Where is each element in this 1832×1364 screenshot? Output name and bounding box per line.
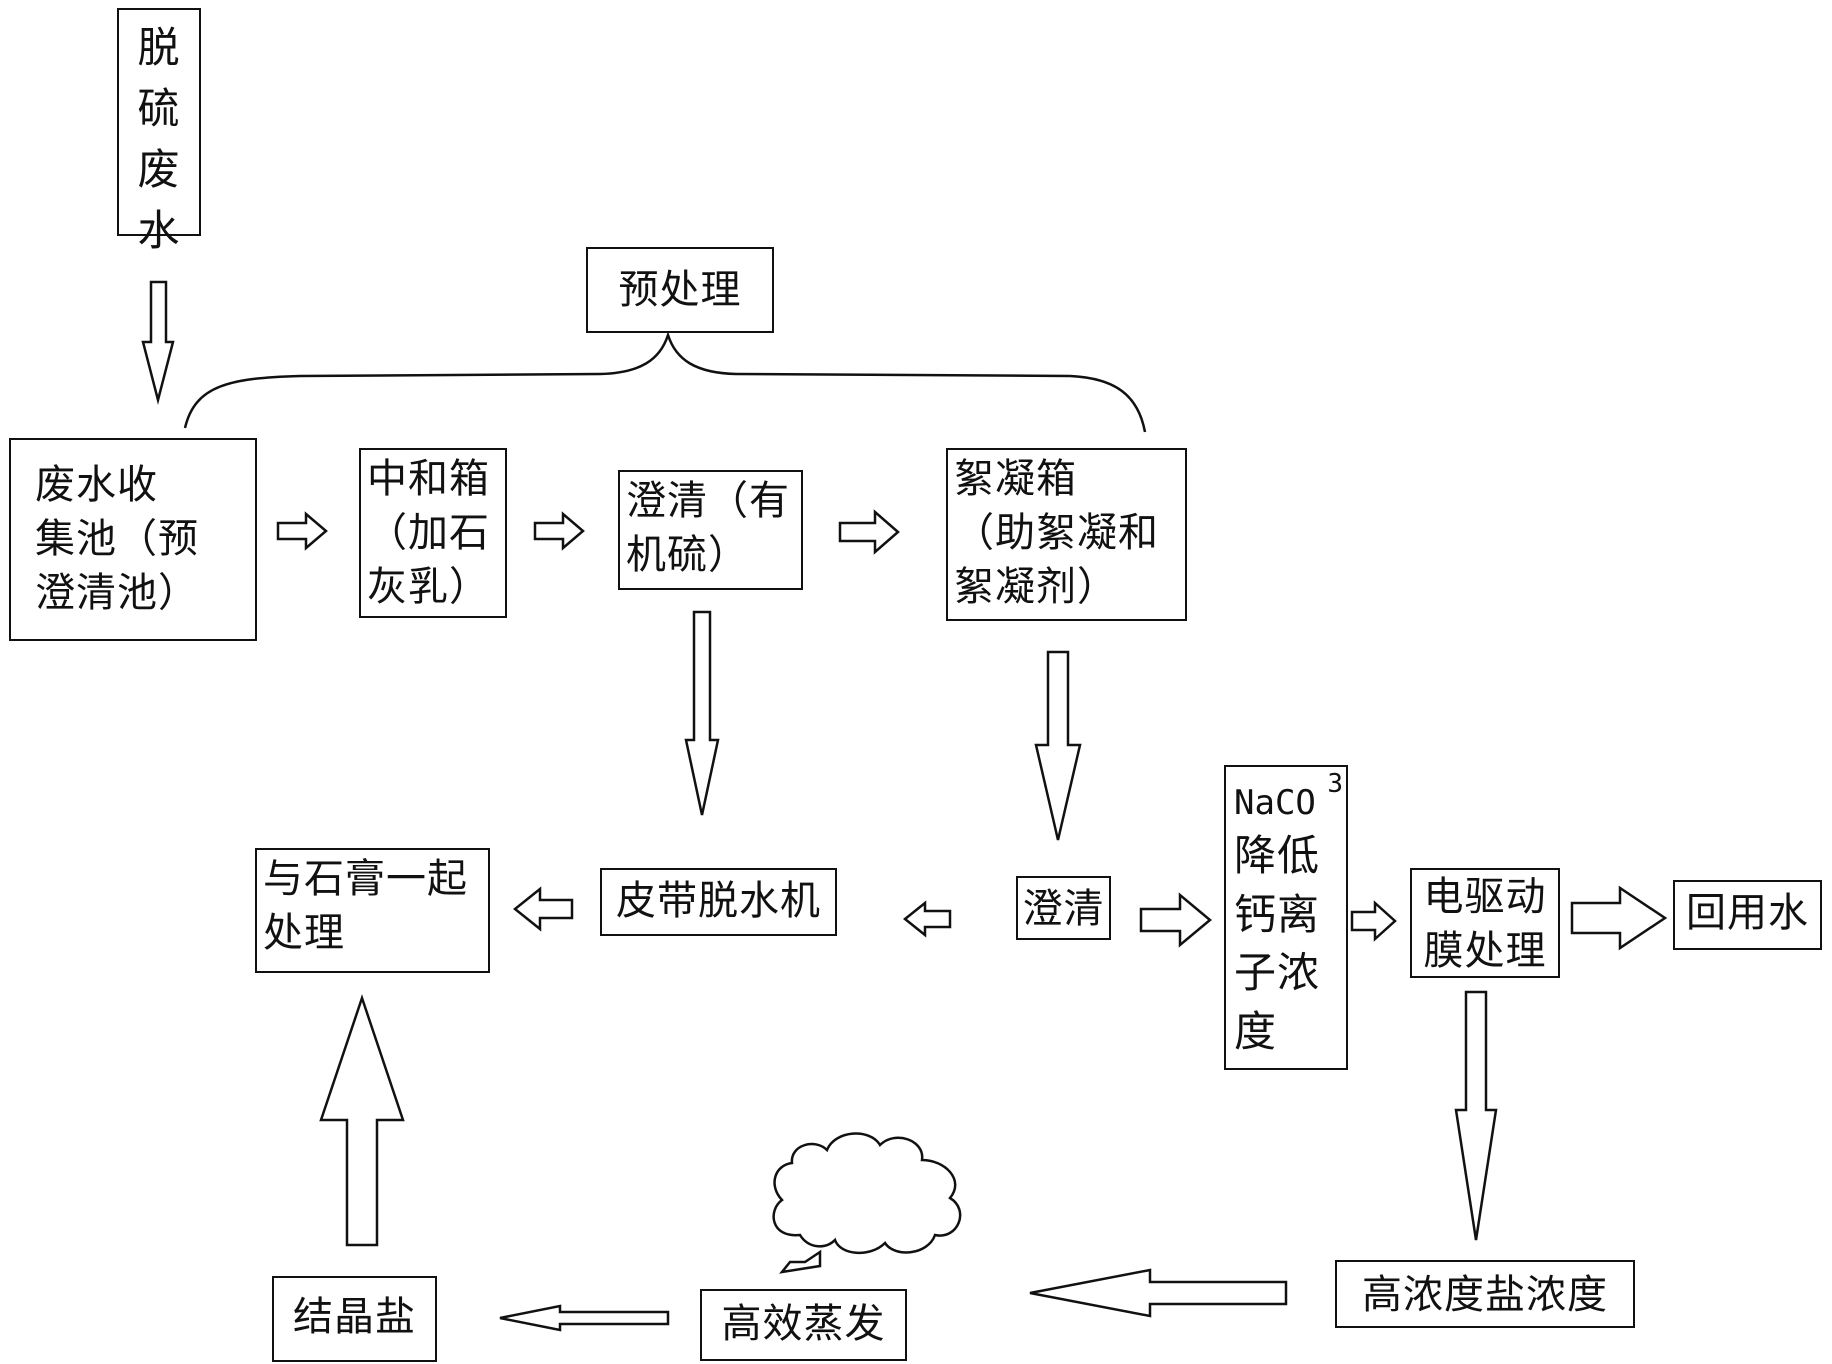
desulfurization-wastewater-box: 脱 硫 废 水 [117,8,201,255]
pretreatment-box: 预处理 [586,247,774,333]
pretreatment-label: 预处理 [618,267,742,313]
neutralization-tank-label: 中和箱 （加石 灰乳） [367,456,490,610]
arrow-calcium-to-electrodialysis [1350,900,1397,942]
calcium-reduction-box: NaCO 3 降低 钙离 子浓 度 [1224,765,1348,1070]
clarification-organic-sulfur-box: 澄清（有 机硫） [618,470,803,590]
neutralization-tank-box: 中和箱 （加石 灰乳） [359,448,507,618]
calcium-reduction-formula: NaCO [1234,783,1316,823]
belt-dewatering-label: 皮带脱水机 [616,878,821,924]
arrow-clarify-to-calcium [1139,892,1212,948]
arrow-collection-to-neutralization [276,511,328,551]
electrodialysis-box: 电驱动 膜处理 [1410,868,1560,978]
arrow-evaporation-to-crystal [499,1304,670,1332]
high-salt-box: 高浓度盐浓度 [1335,1260,1635,1328]
arrow-high-salt-to-evaporation [1029,1268,1288,1318]
high-salt-label: 高浓度盐浓度 [1362,1272,1608,1318]
belt-dewatering-box: 皮带脱水机 [600,868,837,936]
electrodialysis-label: 电驱动 膜处理 [1423,874,1547,974]
arrow-clarification-down [684,610,720,816]
arrow-neutralization-to-clarification [533,511,585,551]
clarification-label: 澄清 [1022,886,1105,932]
evaporation-label: 高效蒸发 [721,1301,886,1347]
gypsum-treatment-label: 与石膏一起 处理 [263,856,468,956]
arrow-clarification-to-flocculation [838,509,900,555]
calcium-reduction-label: 降低 钙离 子浓 度 [1234,830,1321,1057]
collection-tank-box: 废水收 集池（预 澄清池） [9,438,257,641]
arrow-wastewater-to-collection [141,280,175,405]
steam-cloud-icon [772,1132,962,1274]
pretreatment-brace [183,330,1147,433]
evaporation-box: 高效蒸发 [700,1289,907,1361]
desulfurization-wastewater-label: 脱 硫 废 水 [137,23,181,255]
gypsum-treatment-box: 与石膏一起 处理 [255,848,490,973]
arrow-flocculation-down [1034,650,1082,841]
collection-tank-label: 废水收 集池（预 澄清池） [35,462,199,616]
calcium-reduction-subscript: 3 [1327,769,1344,799]
flocculation-tank-label: 絮凝箱 （助絮凝和 絮凝剂） [954,456,1159,610]
arrow-electrodialysis-down [1454,990,1498,1241]
arrow-electrodialysis-to-reuse [1570,885,1668,951]
arrow-belt-to-gypsum [512,886,574,932]
flocculation-tank-box: 絮凝箱 （助絮凝和 絮凝剂） [946,448,1187,621]
crystal-salt-box: 结晶盐 [272,1276,437,1362]
arrow-crystal-up [319,994,405,1247]
crystal-salt-label: 结晶盐 [293,1294,416,1340]
reuse-water-label: 回用水 [1686,890,1809,936]
reuse-water-box: 回用水 [1673,880,1822,950]
clarification-box: 澄清 [1016,876,1111,940]
clarification-organic-sulfur-label: 澄清（有 机硫） [626,478,790,578]
arrow-clarify-to-belt [902,900,952,938]
